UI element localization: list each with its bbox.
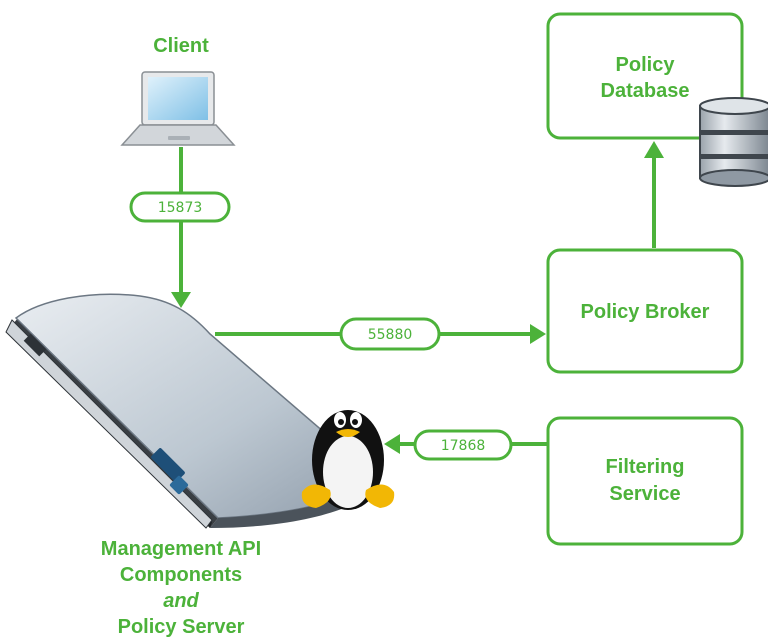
client-to-server-arrowhead [171, 292, 191, 308]
port-badge-client: 15873 [129, 191, 231, 223]
broker-to-database-arrowhead [644, 141, 664, 158]
svg-text:Policy Server: Policy Server [118, 616, 245, 638]
filtering-service-line1: Filtering [606, 456, 685, 478]
svg-text:and: and [163, 590, 199, 612]
port-filtering-label: 17868 [441, 438, 486, 454]
policy-database-line2: Database [601, 80, 690, 102]
filtering-service-line2: Service [609, 483, 680, 505]
server-caption-line3: and [163, 590, 199, 612]
svg-text:Management API: Management API [101, 538, 261, 560]
server-caption-line2: Components [120, 564, 242, 586]
port-client-label: 15873 [158, 200, 203, 216]
laptop-icon [120, 71, 236, 146]
policy-broker-label: Policy Broker [581, 301, 710, 323]
server-to-broker-arrowhead [530, 324, 546, 344]
port-badge-broker: 55880 [339, 317, 441, 351]
policy-broker-box [546, 248, 744, 374]
filtering-to-server-arrowhead [384, 434, 400, 454]
policy-database-box [546, 12, 744, 140]
filtering-service-box [546, 416, 744, 546]
svg-text:Policy: Policy [616, 54, 676, 76]
database-icon [699, 97, 768, 187]
linux-penguin-icon [301, 410, 395, 510]
client-label: Client [153, 35, 209, 57]
port-broker-label: 55880 [368, 327, 413, 343]
svg-text:Service: Service [609, 483, 680, 505]
svg-text:Components: Components [120, 564, 242, 586]
port-badge-filtering: 17868 [413, 429, 513, 461]
svg-text:Database: Database [601, 80, 690, 102]
server-caption-line1: Management API [101, 538, 261, 560]
server-caption-line4: Policy Server [118, 616, 245, 638]
policy-database-line1: Policy [616, 54, 676, 76]
svg-text:Filtering: Filtering [606, 456, 685, 478]
server-appliance-icon [5, 293, 378, 529]
